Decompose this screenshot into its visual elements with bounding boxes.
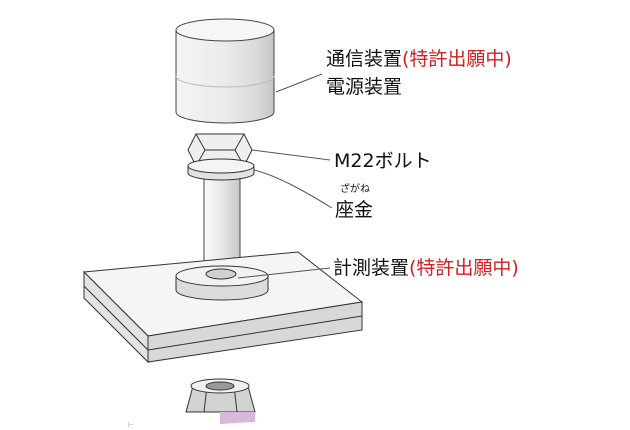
hex-nut-icon [185, 378, 256, 424]
label-comm-device-patent-note: (特許出願中) [402, 48, 512, 70]
measuring-ring-icon [175, 265, 269, 301]
cylinder-device-icon [175, 18, 275, 124]
washer-icon [187, 158, 255, 181]
label-power-device: 電源装置 [326, 76, 403, 98]
leader-lines [237, 73, 333, 279]
label-washer: 座金 [335, 199, 374, 221]
label-comm-device: 通信装置(特許出願中) [326, 48, 512, 70]
label-washer-ruby: ざがね [340, 184, 370, 195]
corner-mark: ⊢ [128, 421, 135, 429]
label-measuring-device-patent-note: (特許出願中) [409, 257, 519, 279]
label-measuring-device: 計測装置(特許出願中) [333, 257, 519, 279]
bolt-shank-icon [203, 167, 241, 273]
label-bolt: M22ボルト [334, 150, 432, 172]
